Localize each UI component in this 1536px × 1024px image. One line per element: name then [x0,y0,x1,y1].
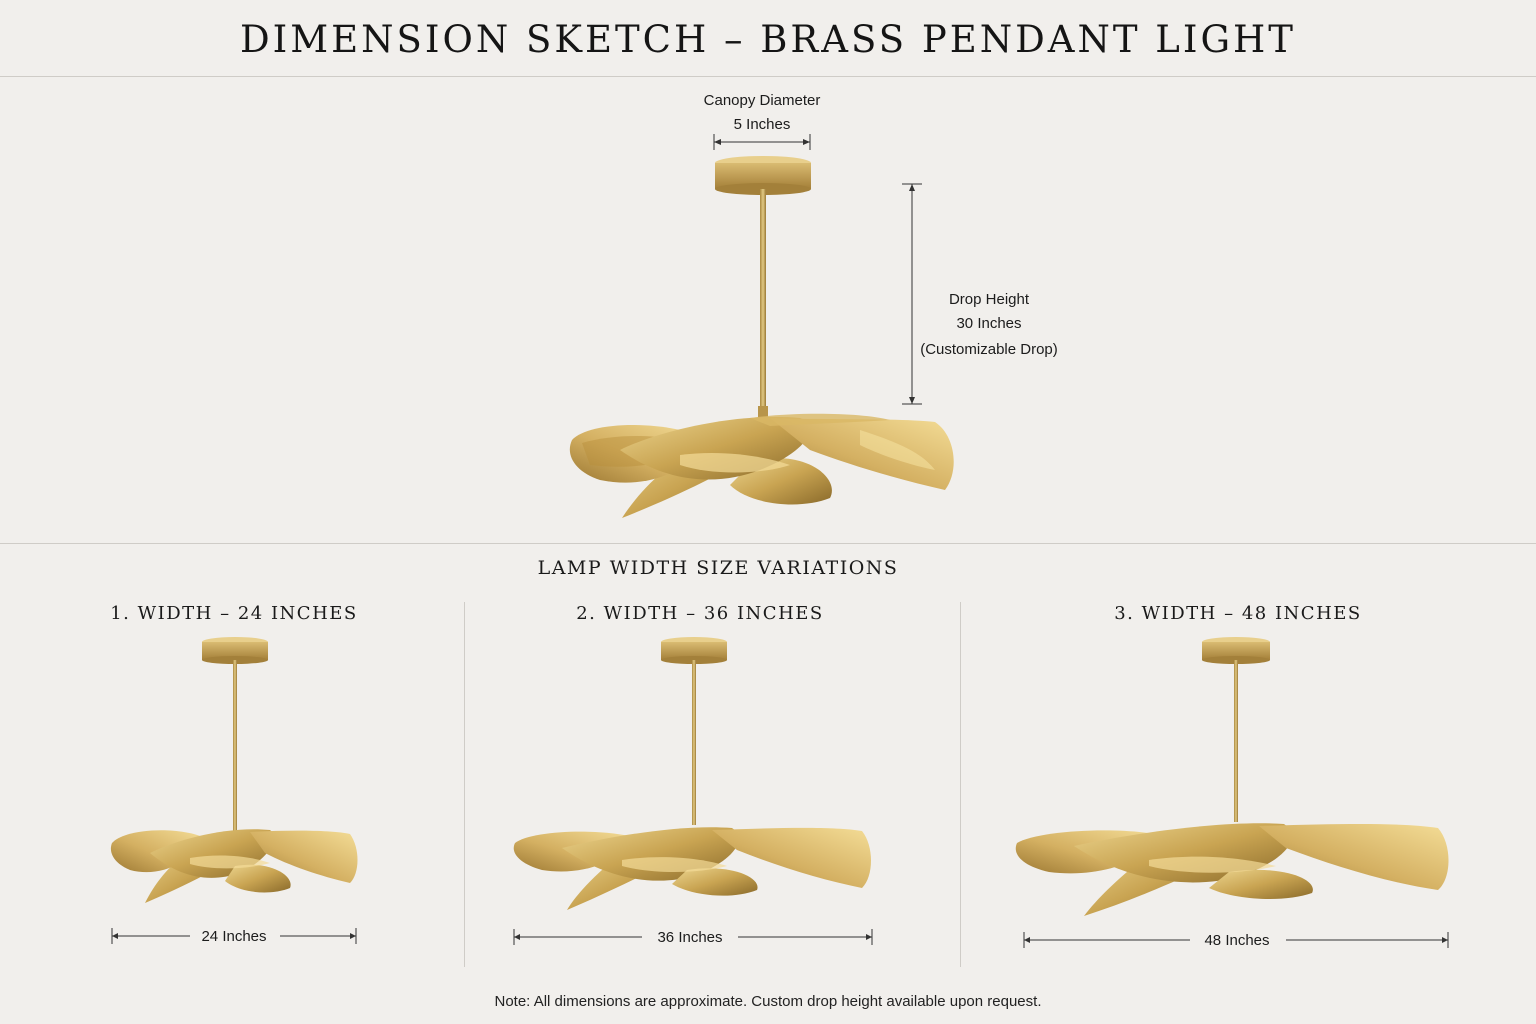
drop-height-note: (Customizable Drop) [920,341,1058,358]
variation-1-width-label: 24 Inches [201,928,267,945]
footer-note: Note: All dimensions are approximate. Cu… [494,993,1042,1010]
variation-1-lamp [110,637,358,903]
variation-3-lamp [1015,637,1449,916]
column-divider-1 [464,602,465,967]
drop-height-label: Drop Height [948,291,1030,308]
variation-2-width-line [513,929,873,945]
canopy-diameter-value: 5 Inches [733,116,791,133]
variation-1-title: 1. WIDTH – 24 INCHES [110,603,358,624]
variation-3-title: 3. WIDTH – 48 INCHES [1114,603,1362,624]
variation-2-width-label: 36 Inches [657,929,723,946]
variations-heading: LAMP WIDTH SIZE VARIATIONS [537,557,899,579]
variation-1-width-line [111,928,357,944]
variation-3-width-line [1023,932,1449,948]
section-divider [0,543,1536,544]
variation-2-lamp [513,637,871,910]
drop-height-dimension-line [902,183,922,405]
canopy-diameter-label: Canopy Diameter [703,92,821,109]
main-pendant-lamp [569,156,954,518]
column-divider-2 [960,602,961,967]
drop-height-value: 30 Inches [956,315,1022,332]
page-title: DIMENSION SKETCH – BRASS PENDANT LIGHT [239,18,1296,61]
header-divider [0,76,1536,77]
variation-3-width-label: 48 Inches [1204,932,1270,949]
variation-2-title: 2. WIDTH – 36 INCHES [576,603,824,624]
canopy-dimension-line [713,134,811,150]
